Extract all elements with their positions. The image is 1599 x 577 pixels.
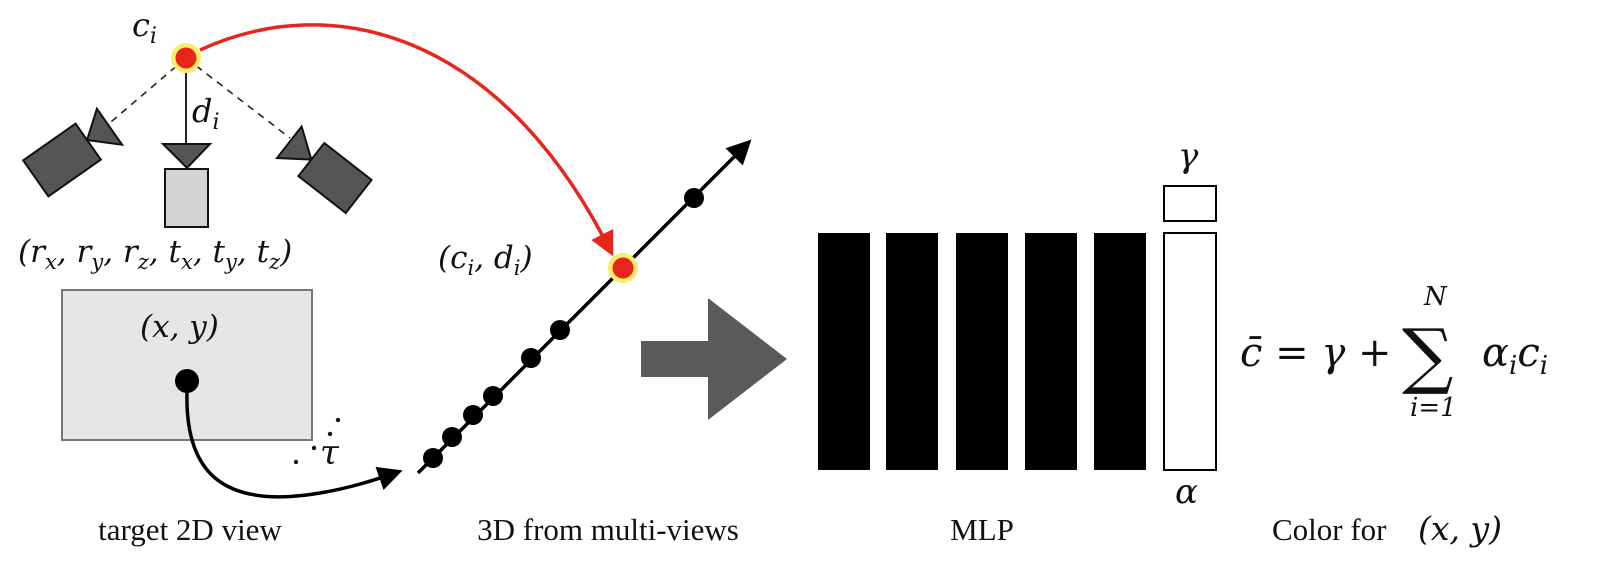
ray-samples: [423, 188, 704, 468]
tau-dot-2: [311, 445, 317, 451]
caption-target-view: target 2D view: [98, 512, 282, 547]
sample-ci: [612, 257, 634, 279]
caption-color-coord: (x, y): [1418, 509, 1502, 548]
mlp-layer: [886, 233, 938, 470]
mlp-layers: [818, 233, 1146, 470]
sample-point: [483, 386, 503, 406]
camera-rig: [21, 57, 373, 228]
left-camera-icon: [21, 106, 125, 198]
sample-point: [521, 348, 541, 368]
point-ci-label: ci: [132, 6, 157, 49]
tau-label: τ: [320, 433, 340, 473]
sample-point: [423, 448, 443, 468]
sample-point: [442, 427, 462, 447]
depth-label: di: [192, 92, 220, 135]
equation-term: αici: [1482, 330, 1548, 381]
caption-color-for: Color for: [1272, 512, 1387, 547]
mlp-layer: [1025, 233, 1077, 470]
mlp-layer: [1094, 233, 1146, 470]
tau-dot-3: [327, 431, 333, 437]
tau-dot-4: [335, 417, 341, 423]
sum-upper: N: [1423, 282, 1448, 312]
tau-dot-1: [293, 459, 299, 465]
sum-symbol: ∑: [1402, 313, 1453, 397]
alpha-label: α: [1175, 472, 1198, 512]
camera-params-label: (rx, ry, rz, tx, ty, tz): [18, 234, 292, 274]
sample-coord-label: (ci, di): [438, 240, 533, 280]
mlp-layer: [818, 233, 870, 470]
caption-mlp: MLP: [950, 512, 1014, 547]
projection-arrow: [199, 23, 614, 257]
color-equation: c̄ = γ + ∑ N i=1 αici: [1240, 282, 1548, 423]
sample-point: [550, 320, 570, 340]
pixel-to-ray-arrow: [185, 391, 403, 499]
right-camera-icon: [274, 124, 373, 215]
caption-multi-view: 3D from multi-views: [477, 512, 739, 547]
camera-ray-left: [104, 57, 187, 128]
pixel-coord-label: (x, y): [140, 309, 219, 345]
sum-lower: i=1: [1410, 393, 1457, 423]
camera-ray-right: [185, 57, 291, 139]
flow-arrow-icon: [641, 298, 787, 420]
mlp-layer: [956, 233, 1008, 470]
point-ci: [175, 47, 197, 69]
alpha-output-box: [1163, 232, 1217, 471]
pixel-point: [175, 369, 199, 393]
sample-point: [684, 188, 704, 208]
sample-point: [463, 405, 483, 425]
gamma-output-box: [1163, 185, 1217, 222]
center-camera-icon: [160, 143, 213, 228]
gamma-label: γ: [1178, 136, 1199, 176]
equation-lhs: c̄ = γ +: [1240, 330, 1391, 376]
